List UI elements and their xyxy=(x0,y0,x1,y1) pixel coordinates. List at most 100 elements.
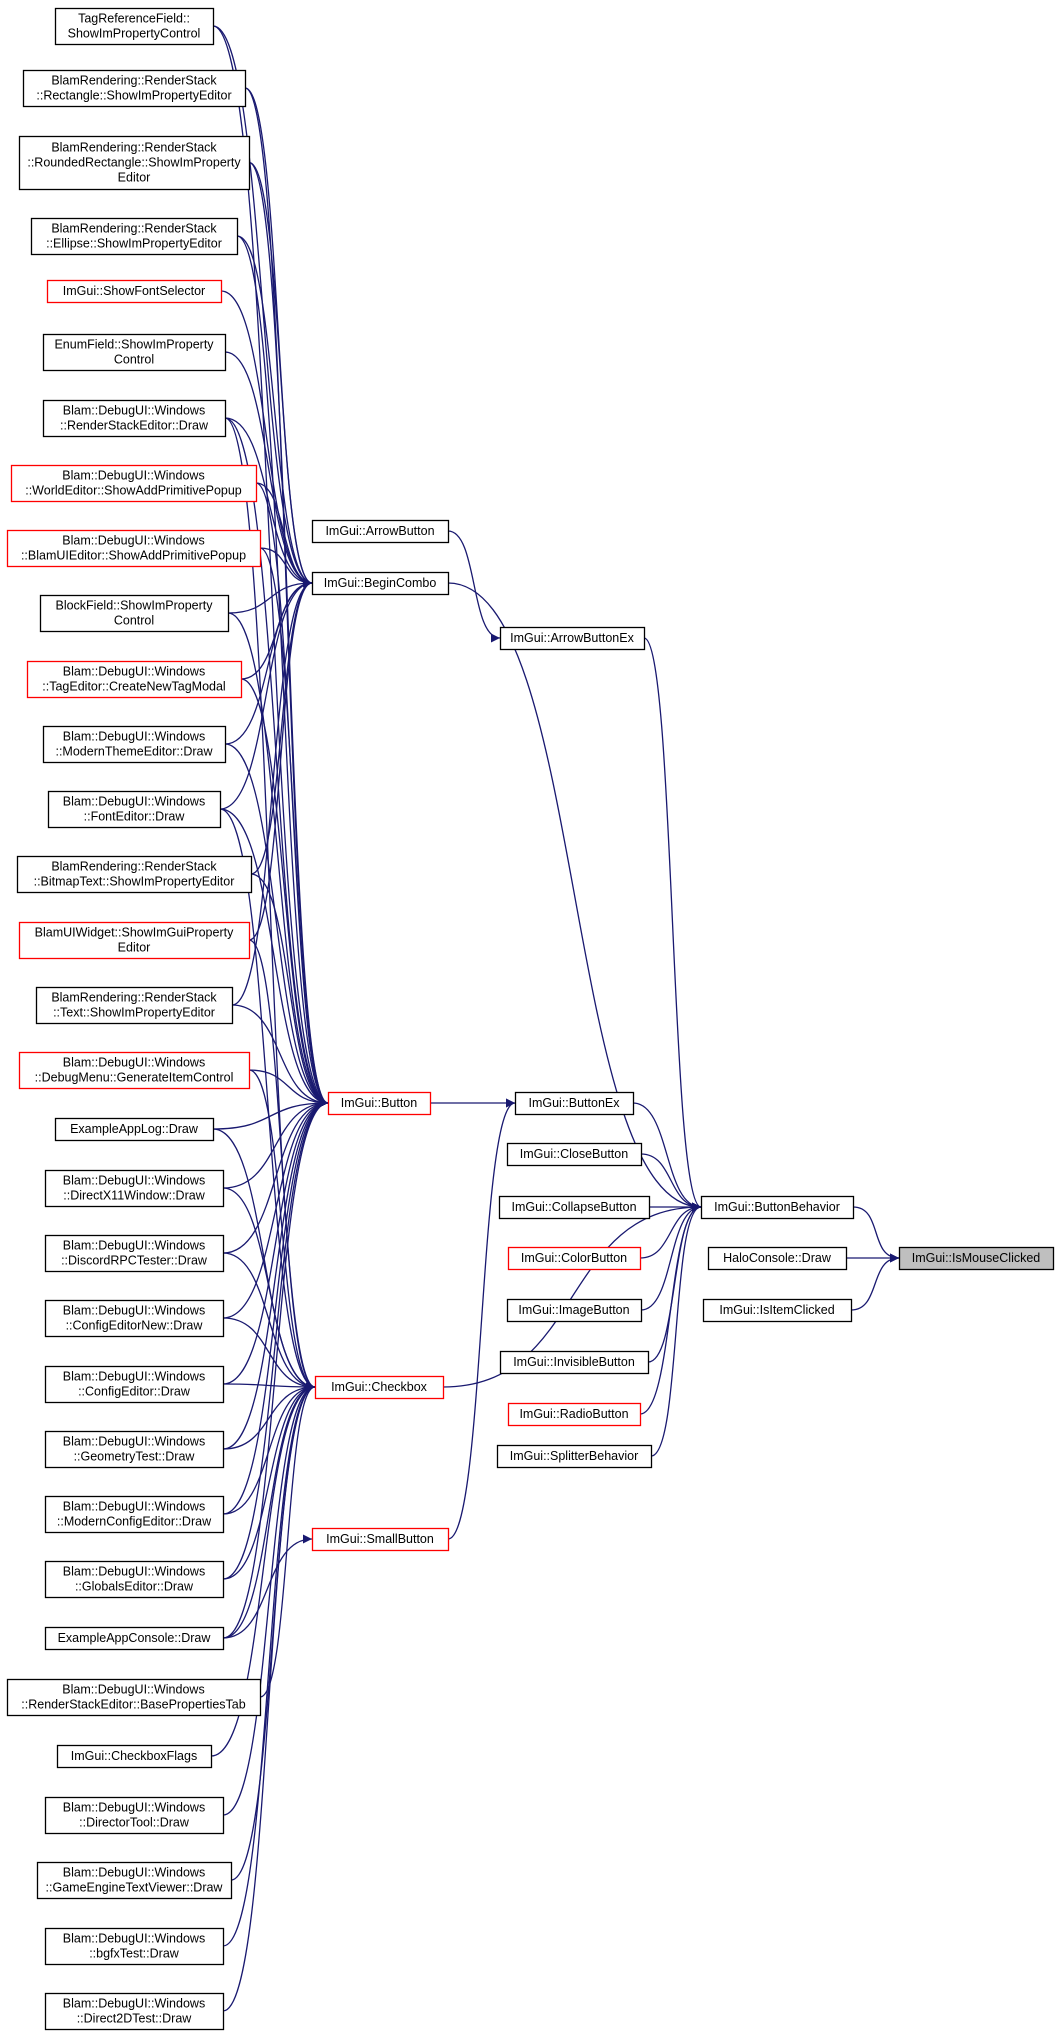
node-label-line: ::ConfigEditor::Draw xyxy=(78,1385,191,1399)
node-n44[interactable]: ImGui::RadioButton xyxy=(507,1402,642,1427)
node-n26[interactable]: Blam::DebugUI::Windows::RenderStackEdito… xyxy=(6,1678,262,1717)
node-n39[interactable]: ImGui::CloseButton xyxy=(506,1142,643,1167)
node-n8[interactable]: Blam::DebugUI::Windows::BlamUIEditor::Sh… xyxy=(6,529,262,568)
node-label-line: Blam::DebugUI::Windows xyxy=(63,1500,205,1514)
node-n20[interactable]: Blam::DebugUI::Windows::ConfigEditorNew:… xyxy=(44,1299,225,1338)
node-label-line: Blam::DebugUI::Windows xyxy=(63,1370,205,1384)
edge-n12-n34 xyxy=(219,808,329,1108)
edge-n19-n34 xyxy=(222,1098,329,1254)
node-label-line: ImGui::Button xyxy=(341,1096,417,1110)
node-n37[interactable]: ImGui::ArrowButtonEx xyxy=(499,626,646,651)
node-n5[interactable]: EnumField::ShowImPropertyControl xyxy=(42,333,227,372)
edge-n8-n34 xyxy=(259,547,329,1108)
node-n46[interactable]: ImGui::ButtonBehavior xyxy=(700,1195,855,1220)
edge-n45-n46 xyxy=(650,1202,702,1457)
node-n15[interactable]: BlamRendering::RenderStack::Text::ShowIm… xyxy=(35,986,234,1025)
node-n32[interactable]: ImGui::ArrowButton xyxy=(311,519,450,544)
edge-n18-n35 xyxy=(222,1187,316,1392)
node-n28[interactable]: Blam::DebugUI::Windows::DirectorTool::Dr… xyxy=(44,1796,225,1835)
node-n30[interactable]: Blam::DebugUI::Windows::bgfxTest::Draw xyxy=(44,1927,225,1966)
node-label-line: ::RenderStackEditor::BasePropertiesTab xyxy=(21,1698,245,1712)
node-n16[interactable]: Blam::DebugUI::Windows::DebugMenu::Gener… xyxy=(18,1051,251,1090)
node-label-line: ::ModernConfigEditor::Draw xyxy=(57,1515,212,1529)
node-n21[interactable]: Blam::DebugUI::Windows::ConfigEditor::Dr… xyxy=(44,1365,225,1404)
node-label-line: TagReferenceField:: xyxy=(78,12,190,26)
node-n47[interactable]: HaloConsole::Draw xyxy=(707,1246,848,1271)
node-n17[interactable]: ExampleAppLog::Draw xyxy=(54,1117,215,1142)
node-n27[interactable]: ImGui::CheckboxFlags xyxy=(56,1744,213,1769)
node-n34[interactable]: ImGui::Button xyxy=(327,1091,432,1116)
node-label-line: ::BitmapText::ShowImPropertyEditor xyxy=(34,875,235,889)
edge-n30-n35 xyxy=(222,1382,316,1947)
edge-n2-n34 xyxy=(248,161,329,1108)
node-label-line: ::DiscordRPCTester::Draw xyxy=(61,1254,208,1268)
edge-n17-n34 xyxy=(212,1098,329,1130)
edge-n11-n34 xyxy=(224,743,329,1108)
node-n35[interactable]: ImGui::Checkbox xyxy=(314,1375,445,1400)
node-n18[interactable]: Blam::DebugUI::Windows::DirectX11Window:… xyxy=(44,1169,225,1208)
node-n25[interactable]: ExampleAppConsole::Draw xyxy=(44,1626,225,1651)
node-n7[interactable]: Blam::DebugUI::Windows::WorldEditor::Sho… xyxy=(10,464,258,503)
node-n49: ImGui::IsMouseClicked xyxy=(898,1246,1055,1271)
node-label-line: ::Direct2DTest::Draw xyxy=(77,2012,193,2026)
node-label-line: Blam::DebugUI::Windows xyxy=(63,1239,205,1253)
node-n12[interactable]: Blam::DebugUI::Windows::FontEditor::Draw xyxy=(47,790,222,829)
edge-n3-n33 xyxy=(236,235,313,588)
node-n42[interactable]: ImGui::ImageButton xyxy=(506,1298,643,1323)
node-label-line: Blam::DebugUI::Windows xyxy=(63,1304,205,1318)
node-label-line: ::DebugMenu::GenerateItemControl xyxy=(35,1071,234,1085)
node-label-line: ::WorldEditor::ShowAddPrimitivePopup xyxy=(25,484,242,498)
node-n9[interactable]: BlockField::ShowImPropertyControl xyxy=(39,594,230,633)
node-n4[interactable]: ImGui::ShowFontSelector xyxy=(46,279,223,304)
node-label-line: ::DirectX11Window::Draw xyxy=(63,1189,205,1203)
node-n45[interactable]: ImGui::SplitterBehavior xyxy=(496,1444,653,1469)
edge-n26-n35 xyxy=(259,1382,316,1698)
node-n6[interactable]: Blam::DebugUI::Windows::RenderStackEdito… xyxy=(42,399,227,438)
node-n38[interactable]: ImGui::ButtonEx xyxy=(514,1091,635,1116)
node-n3[interactable]: BlamRendering::RenderStack::Ellipse::Sho… xyxy=(30,217,239,256)
edge-n12-n35 xyxy=(219,808,316,1392)
node-label-line: BlamRendering::RenderStack xyxy=(51,222,217,236)
node-n41[interactable]: ImGui::ColorButton xyxy=(507,1246,642,1271)
edge-n44-n46 xyxy=(639,1202,702,1415)
node-label-line: Blam::DebugUI::Windows xyxy=(62,469,204,483)
node-label-line: EnumField::ShowImProperty xyxy=(54,338,214,352)
edge-n39-n46 xyxy=(640,1153,702,1212)
edge-n10-n34 xyxy=(240,678,329,1108)
node-label-line: ::DirectorTool::Draw xyxy=(79,1816,190,1830)
node-label-line: Blam::DebugUI::Windows xyxy=(63,1932,205,1946)
node-label-line: ImGui::ButtonEx xyxy=(528,1096,620,1110)
node-n48[interactable]: ImGui::IsItemClicked xyxy=(702,1298,853,1323)
edge-n6-n34 xyxy=(224,417,329,1108)
node-label-line: ::Text::ShowImPropertyEditor xyxy=(53,1006,215,1020)
node-n22[interactable]: Blam::DebugUI::Windows::GeometryTest::Dr… xyxy=(44,1430,225,1469)
node-n10[interactable]: Blam::DebugUI::Windows::TagEditor::Creat… xyxy=(26,660,243,699)
node-n43[interactable]: ImGui::InvisibleButton xyxy=(499,1350,650,1375)
node-n40[interactable]: ImGui::CollapseButton xyxy=(498,1195,651,1220)
node-n2[interactable]: BlamRendering::RenderStack::RoundedRecta… xyxy=(18,135,251,191)
node-n13[interactable]: BlamRendering::RenderStack::BitmapText::… xyxy=(16,855,253,894)
node-label-line: ImGui::InvisibleButton xyxy=(513,1355,635,1369)
node-n24[interactable]: Blam::DebugUI::Windows::GlobalsEditor::D… xyxy=(44,1560,225,1599)
edge-n23-n35 xyxy=(222,1382,316,1515)
node-n11[interactable]: Blam::DebugUI::Windows::ModernThemeEdito… xyxy=(42,725,227,764)
node-label-line: Blam::DebugUI::Windows xyxy=(63,730,205,744)
edge-n3-n34 xyxy=(236,235,329,1108)
node-label-line: ::Ellipse::ShowImPropertyEditor xyxy=(46,237,222,251)
node-n29[interactable]: Blam::DebugUI::Windows::GameEngineTextVi… xyxy=(36,1861,233,1900)
node-label-line: ::RoundedRectangle::ShowImProperty xyxy=(27,156,241,170)
node-label-line: ImGui::ImageButton xyxy=(518,1303,629,1317)
node-label-line: ::TagEditor::CreateNewTagModal xyxy=(42,680,225,694)
edge-n6-n33 xyxy=(224,417,313,588)
node-n19[interactable]: Blam::DebugUI::Windows::DiscordRPCTester… xyxy=(44,1234,225,1273)
node-n31[interactable]: Blam::DebugUI::Windows::Direct2DTest::Dr… xyxy=(44,1992,225,2031)
node-n23[interactable]: Blam::DebugUI::Windows::ModernConfigEdit… xyxy=(44,1495,225,1534)
node-n0[interactable]: TagReferenceField::ShowImPropertyControl xyxy=(54,7,215,46)
node-n1[interactable]: BlamRendering::RenderStack::Rectangle::S… xyxy=(22,69,247,108)
edge-n14-n35 xyxy=(248,939,316,1392)
nodes-layer: TagReferenceField::ShowImPropertyControl… xyxy=(6,7,1055,2031)
node-n33[interactable]: ImGui::BeginCombo xyxy=(311,571,450,596)
node-label-line: BlamRendering::RenderStack xyxy=(51,141,217,155)
node-n36[interactable]: ImGui::SmallButton xyxy=(311,1527,450,1552)
